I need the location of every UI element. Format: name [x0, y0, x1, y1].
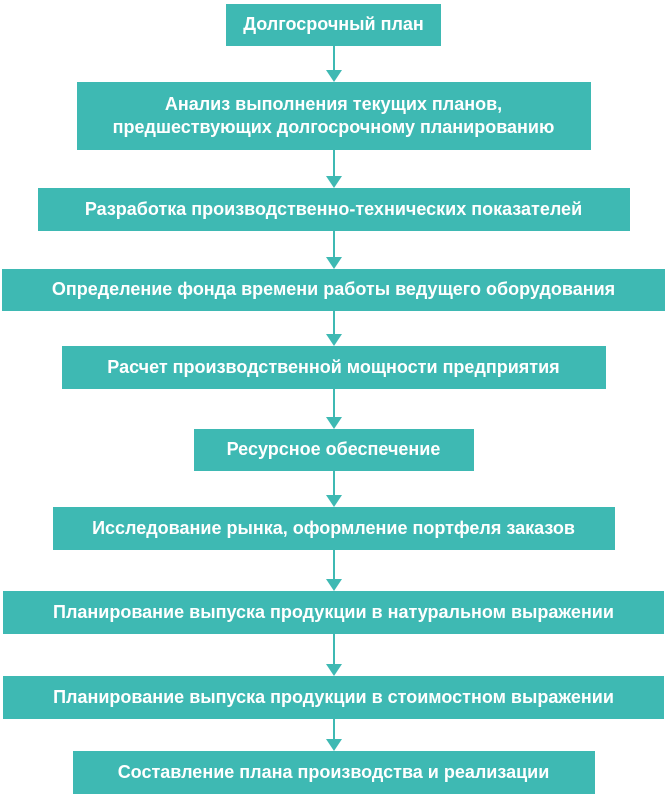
flow-step-indicators: Разработка производственно-технических п…	[37, 188, 630, 231]
flow-step-capacity-calc: Расчет производственной мощности предпри…	[61, 346, 606, 389]
arrow-down-icon	[325, 389, 342, 429]
flow-step-production-plan: Составление плана производства и реализа…	[72, 751, 595, 794]
flow-step-output-natural: Планирование выпуска продукции в натурал…	[3, 591, 664, 634]
arrow-down-icon	[325, 46, 342, 82]
flow-step-long-term-plan: Долгосрочный план	[226, 4, 441, 46]
arrow-down-icon	[325, 471, 342, 507]
flow-step-output-value: Планирование выпуска продукции в стоимос…	[3, 676, 664, 719]
arrow-down-icon	[325, 231, 342, 269]
flow-step-market-research: Исследование рынка, оформление портфеля …	[52, 507, 615, 550]
flow-step-resources: Ресурсное обеспечение	[193, 429, 474, 471]
arrow-down-icon	[325, 150, 342, 188]
arrow-down-icon	[325, 550, 342, 591]
arrow-down-icon	[325, 311, 342, 346]
arrow-down-icon	[325, 634, 342, 676]
flow-step-time-fund: Определение фонда времени работы ведущег…	[2, 269, 665, 311]
flow-step-analysis: Анализ выполнения текущих планов, предше…	[76, 82, 591, 150]
arrow-down-icon	[325, 719, 342, 751]
